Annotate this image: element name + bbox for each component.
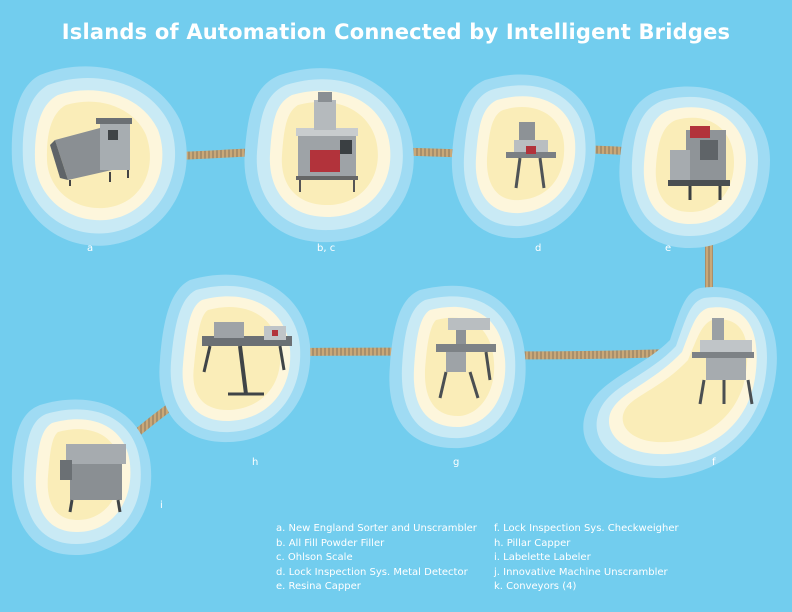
legend-item-b: b. All Fill Powder Filler <box>276 537 385 549</box>
legend-item-d: d. Lock Inspection Sys. Metal Detector <box>276 566 468 578</box>
legend-item-k: k. Conveyors (4) <box>494 581 577 592</box>
islands <box>11 66 777 555</box>
machine-i-unscrambler <box>60 444 126 513</box>
island-g <box>389 285 526 449</box>
machine-h-labeler <box>202 322 292 396</box>
island-f <box>583 286 777 479</box>
island-label-g: g <box>453 457 460 468</box>
machine-b-powder-filler-c-scale <box>296 92 358 192</box>
legend-item-j: j. Innovative Machine Unscrambler <box>494 566 668 578</box>
legend-item-f: f. Lock Inspection Sys. Checkweigher <box>494 523 679 534</box>
island-label-h: h <box>252 457 259 468</box>
island-label-bc: b, c <box>317 243 336 254</box>
legend-left-column: a. New England Sorter and Unscrambler b.… <box>276 522 477 595</box>
legend-item-h: h. Pillar Capper <box>494 537 571 549</box>
island-e <box>619 86 770 248</box>
island-i <box>11 399 152 555</box>
legend-item-c: c. Ohlson Scale <box>276 552 353 563</box>
legend-item-i: i. Labelette Labeler <box>494 552 591 563</box>
machine-f-checkweigher <box>692 318 754 405</box>
machine-e-resina-capper <box>668 126 730 200</box>
island-a <box>11 66 187 246</box>
island-h <box>159 274 311 443</box>
island-bc <box>244 68 414 243</box>
machine-g-pillar-capper <box>436 318 496 399</box>
legend-item-a: a. New England Sorter and Unscrambler <box>276 523 477 534</box>
diagram-title: Islands of Automation Connected by Intel… <box>61 20 731 44</box>
legend-item-e: e. Resina Capper <box>276 581 361 592</box>
island-label-e: e <box>665 243 672 254</box>
machine-d-metal-detector <box>506 122 556 189</box>
island-label-a: a <box>87 243 94 254</box>
island-label-d: d <box>535 243 542 254</box>
island-label-f: f <box>712 457 716 468</box>
machine-a-sorter-unscrambler <box>50 118 132 186</box>
legend-right-column: f. Lock Inspection Sys. Checkweigher h. … <box>494 522 679 595</box>
island-d <box>451 74 596 239</box>
island-label-i: i <box>160 500 163 511</box>
